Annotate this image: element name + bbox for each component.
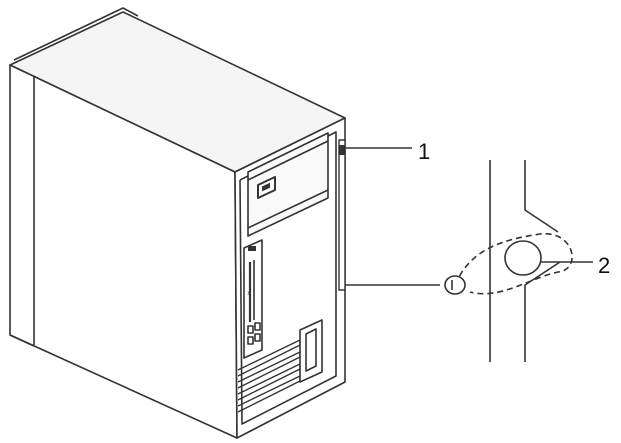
callout-label-2: 2 xyxy=(598,253,611,278)
usb-port xyxy=(247,325,254,334)
usb-port xyxy=(247,336,254,345)
svg-text:×: × xyxy=(247,289,252,298)
side-panel-edge-bottom xyxy=(9,334,35,347)
usb-port xyxy=(254,322,261,331)
tower-top-ridge xyxy=(13,7,139,61)
cable-loop xyxy=(454,233,573,295)
callout-label-1: 1 xyxy=(418,139,431,164)
rail-right xyxy=(524,160,559,233)
usb-port xyxy=(254,333,261,342)
side-latch-strip xyxy=(338,139,346,291)
optical-drive-bay xyxy=(247,132,329,237)
power-button-icon xyxy=(248,246,256,251)
rail-right-lower xyxy=(524,261,561,362)
lock-detail xyxy=(444,160,573,362)
lock-head-icon xyxy=(444,275,466,295)
latch-mark xyxy=(339,145,345,155)
leader-lines xyxy=(345,147,593,286)
lock-hole xyxy=(504,240,542,276)
drive-logo-mark xyxy=(262,182,270,192)
computer-tower: × xyxy=(9,7,346,439)
